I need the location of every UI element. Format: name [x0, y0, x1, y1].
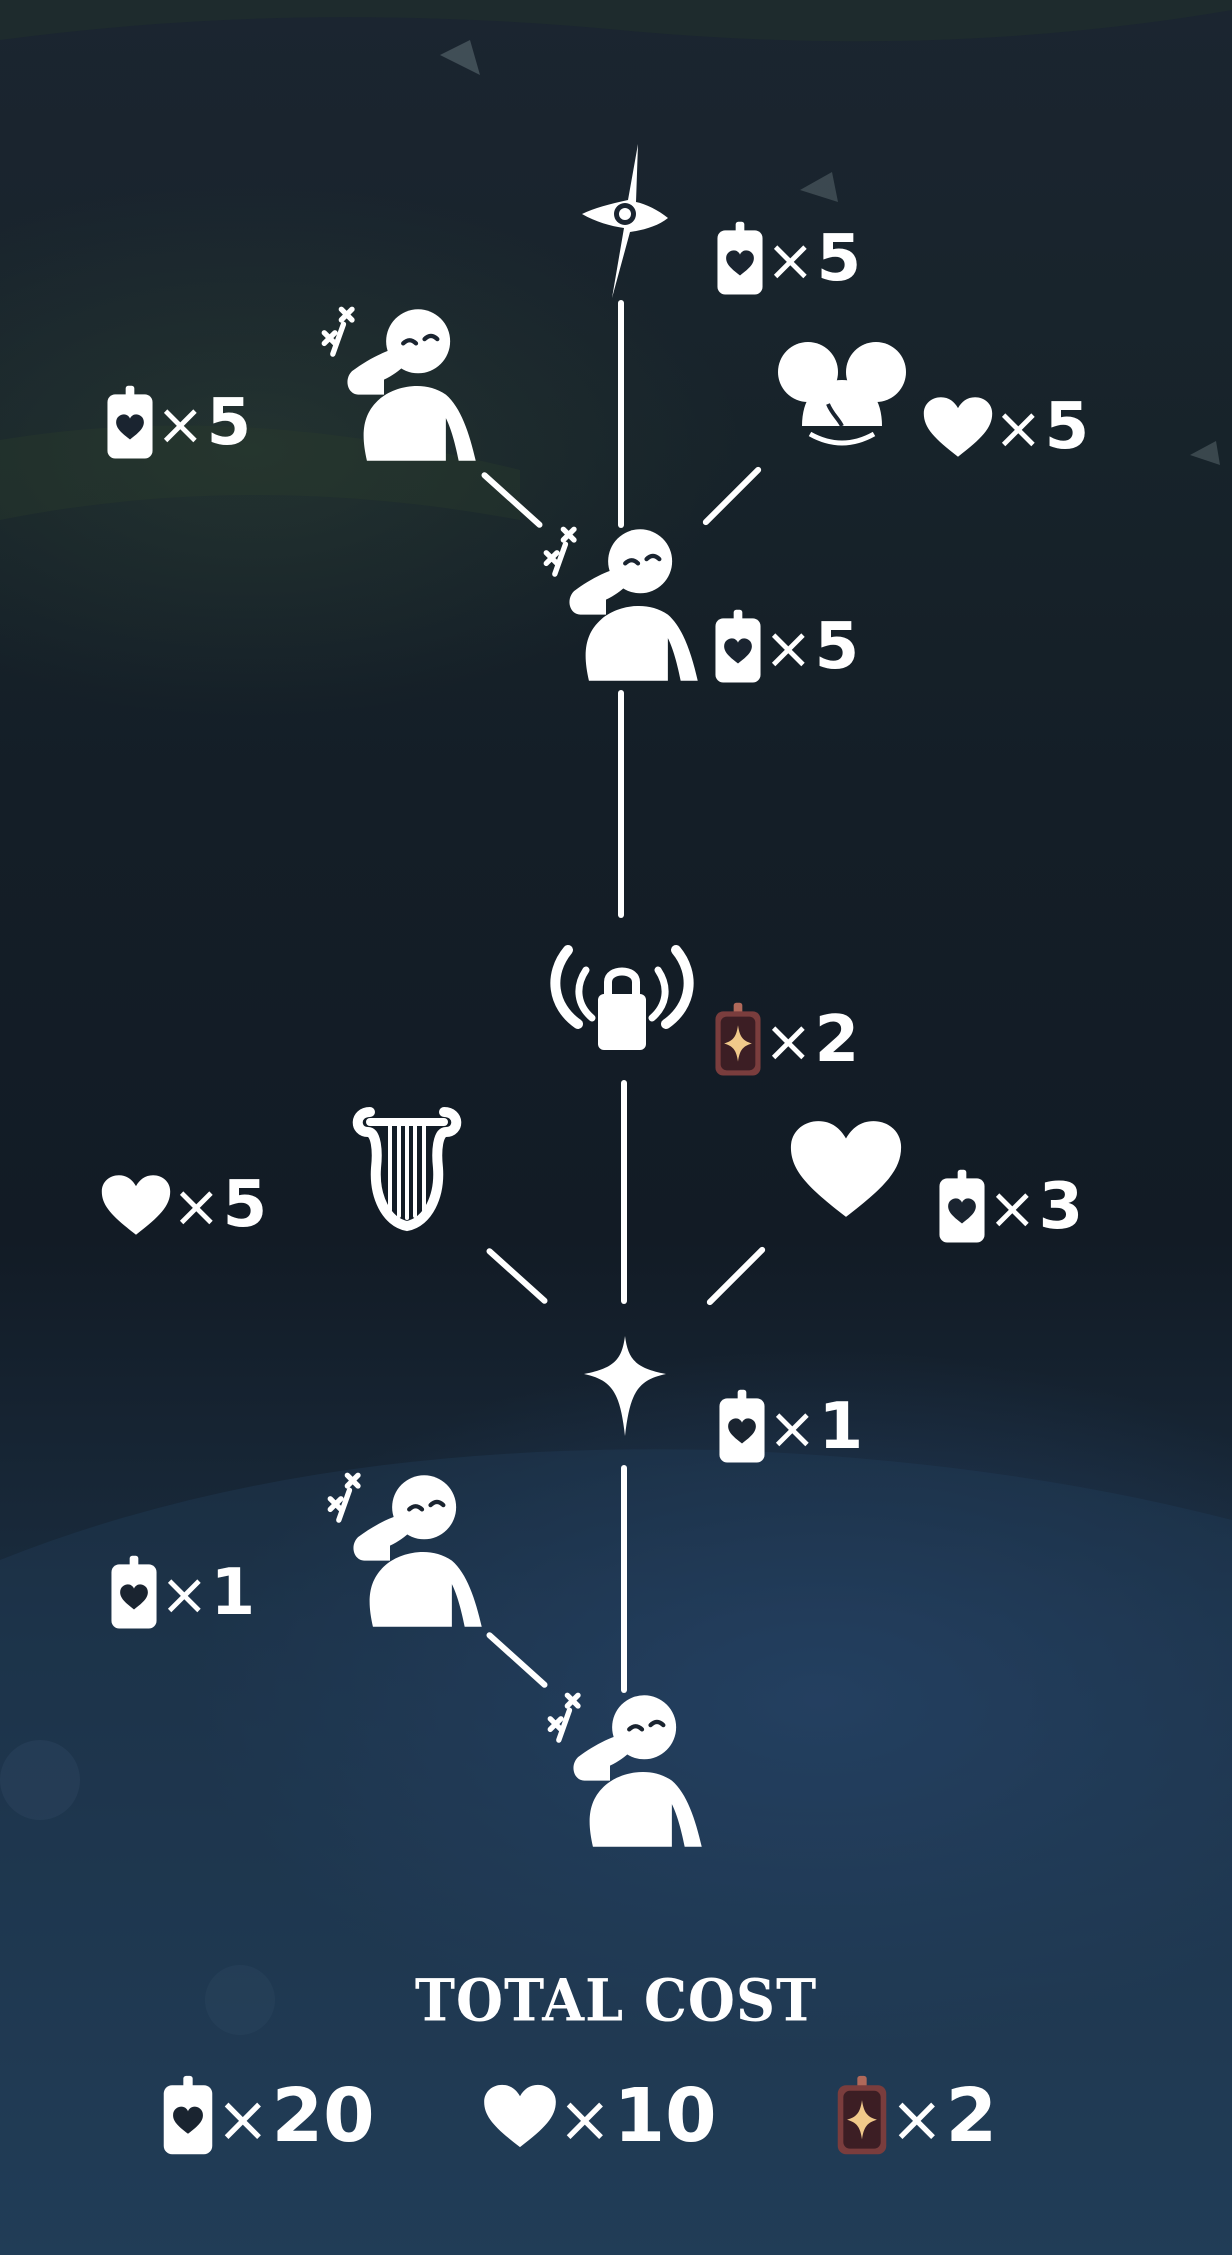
total-hearts-count: 10	[613, 2073, 717, 2159]
connector-line	[621, 1465, 627, 1693]
white-candle-icon	[714, 217, 766, 301]
cost-multiplier: ×3	[988, 1170, 1084, 1244]
cost-emote-left-tier3: ×5	[104, 378, 251, 468]
total-multiplier: ×2	[890, 2073, 998, 2159]
cost-spell-star: ×1	[716, 1382, 863, 1472]
connector-line	[485, 1631, 549, 1689]
cost-count: 5	[222, 1168, 268, 1242]
total-candles: ×20	[160, 2068, 375, 2164]
white-candle-icon	[936, 1165, 988, 1249]
white-candle-icon	[160, 2071, 216, 2161]
cost-count: 5	[816, 222, 862, 296]
connector-line	[701, 465, 763, 527]
laugh-emote-icon[interactable]	[320, 300, 480, 470]
cost-multiplier: ×2	[764, 1003, 860, 1077]
heart-currency-icon	[922, 395, 994, 459]
cost-multiplier: ×5	[766, 222, 862, 296]
cost-multiplier: ×1	[160, 1556, 256, 1630]
ascended-candle-icon	[712, 998, 764, 1082]
white-candle-icon	[104, 381, 156, 465]
total-ascended-candles: ×2	[834, 2068, 997, 2164]
white-candle-icon	[108, 1551, 160, 1635]
cost-multiplier: ×1	[768, 1390, 864, 1464]
cost-count: 1	[818, 1390, 864, 1464]
heart-icon[interactable]	[788, 1118, 904, 1220]
spell-star-icon[interactable]	[582, 1334, 668, 1438]
laugh-emote-icon[interactable]	[546, 1686, 706, 1856]
cost-winged-lock: ×2	[712, 995, 859, 1085]
cost-emote-left-tier1: ×1	[108, 1548, 255, 1638]
heart-currency-icon	[482, 2083, 558, 2149]
total-multiplier: ×20	[216, 2073, 375, 2159]
cost-count: 1	[210, 1556, 256, 1630]
total-hearts: ×10	[482, 2068, 717, 2164]
connector-line	[705, 1245, 767, 1307]
cost-multiplier: ×5	[156, 386, 252, 460]
cost-count: 5	[1044, 390, 1090, 464]
cost-multiplier: ×5	[994, 390, 1090, 464]
cost-count: 5	[206, 386, 252, 460]
connector-line	[621, 1080, 627, 1304]
lyre-icon[interactable]	[350, 1098, 464, 1232]
total-cost-title: TOTAL COST	[414, 1965, 818, 2035]
cost-multiplier: ×5	[764, 610, 860, 684]
cost-hair-mouse-ears: ×5	[922, 382, 1089, 472]
total-multiplier: ×10	[558, 2073, 717, 2159]
total-candles-count: 20	[271, 2073, 375, 2159]
winged-lock-icon[interactable]	[544, 944, 700, 1054]
cost-multiplier: ×5	[172, 1168, 268, 1242]
total-ascended-count: 2	[945, 2073, 998, 2159]
laugh-emote-icon[interactable]	[326, 1466, 486, 1636]
cost-top-cape: ×5	[714, 214, 861, 304]
cost-count: 3	[1038, 1170, 1084, 1244]
cape-icon[interactable]	[580, 142, 670, 302]
white-candle-icon	[712, 605, 764, 689]
ascended-candle-icon	[834, 2071, 890, 2161]
cost-lyre: ×5	[100, 1160, 267, 1250]
connector-line	[485, 1247, 549, 1305]
laugh-emote-icon[interactable]	[542, 520, 702, 690]
white-candle-icon	[716, 1385, 768, 1469]
cost-count: 2	[814, 1003, 860, 1077]
connector-line	[618, 690, 624, 918]
heart-currency-icon	[100, 1173, 172, 1237]
mouse-ears-hair-icon[interactable]	[774, 334, 910, 464]
connector-line	[480, 471, 544, 529]
connector-line	[618, 300, 624, 528]
cost-heart-gift: ×3	[936, 1162, 1083, 1252]
cost-count: 5	[814, 610, 860, 684]
cost-emote-center-tier2: ×5	[712, 602, 859, 692]
